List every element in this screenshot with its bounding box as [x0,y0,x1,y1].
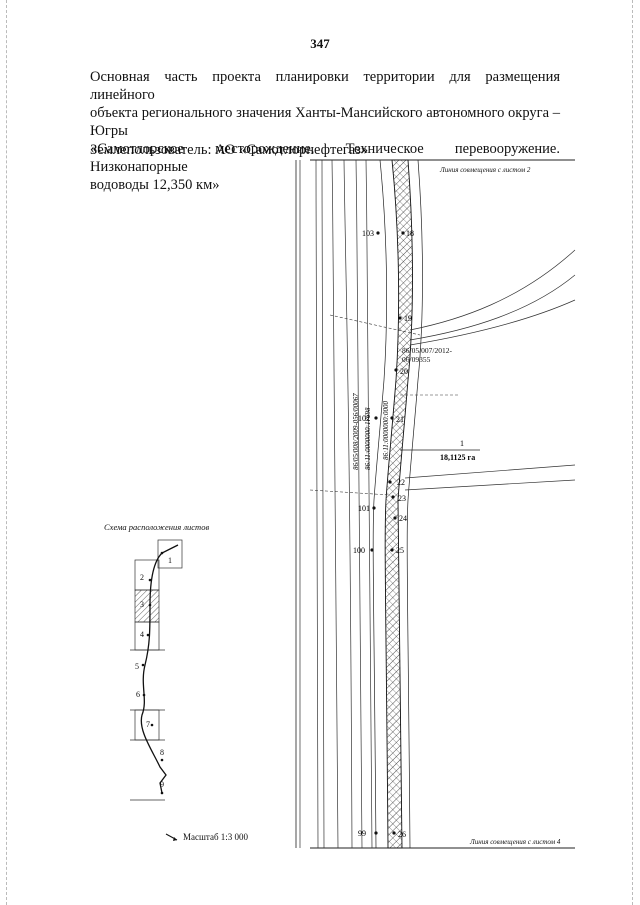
sheet-number: 9 [160,780,164,789]
pipeline-hatched-strip-overlay [385,160,413,848]
page-number: 347 [310,36,330,51]
area-index: 1 [460,439,464,448]
crossing-lines [309,314,460,496]
point-label: 19 [404,314,412,323]
sheet-number: 8 [160,748,164,757]
north-arrow-icon [165,833,178,841]
point-label: 103 [362,229,374,238]
point-label: 18 [406,229,414,238]
left-margin-line [6,0,8,905]
sheet-number: 6 [136,690,140,699]
top-matching-line-label: Линия совмещения с листом 2 [440,166,531,174]
point-label: 23 [398,494,406,503]
right-margin-line [632,0,634,905]
header-line: Основная часть проекта планировки террит… [90,69,560,103]
cadastral-vertical-label-3: 86/05/008/2009-056/00067 [352,393,360,470]
sheet-number: 5 [135,662,139,671]
point-label: 20 [400,367,408,376]
sheet-number: 3 [140,600,144,609]
point-label: 100 [353,546,365,555]
point-label: 99 [358,829,366,838]
point-label: 26 [398,830,406,839]
cadastral-number-label: 86/05/007/2012-06/09355 [402,346,452,364]
route-line [140,544,179,794]
point-label: 21 [396,415,404,424]
sheet-layout-scheme: 1 2 3 4 5 6 7 8 9 [130,539,183,801]
sheet-number: 4 [140,630,144,639]
header-line: объекта регионального значения Ханты-Ман… [90,105,560,139]
document-header: Основная часть проекта планировки террит… [90,68,560,194]
cadastral-vertical-label-2: 86:11:0000000:0000 [382,401,390,460]
point-label: 22 [397,478,405,487]
scale-bar: Масштаб 1:3 000 [165,832,248,842]
sheet-number: 2 [140,573,144,582]
boundary-lines [372,159,423,849]
side-roads [404,249,576,491]
point-label: 25 [396,546,404,555]
area-label: 18,1125 га [440,453,475,462]
point-label: 102 [358,414,370,423]
sheet-number: 7 [146,720,150,729]
cadastral-vertical-label-1: 86:11:0000000:17698 [364,407,372,470]
sheet-number: 1 [168,556,172,565]
point-markers [370,231,405,835]
point-label: 101 [358,504,370,513]
sheet-scheme-title: Схема расположения листов [104,522,210,532]
point-label: 24 [399,514,407,523]
scale-label: Масштаб 1:3 000 [183,832,249,842]
header-line: «Самотлорское месторождение. Техническое… [90,141,560,175]
land-user: Землепользователь: АО «Самотлорнефтегаз» [90,142,369,158]
bottom-matching-line-label: Линия совмещения с листом 4 [470,838,561,846]
header-line: водоводы 12,350 км» [90,177,220,193]
